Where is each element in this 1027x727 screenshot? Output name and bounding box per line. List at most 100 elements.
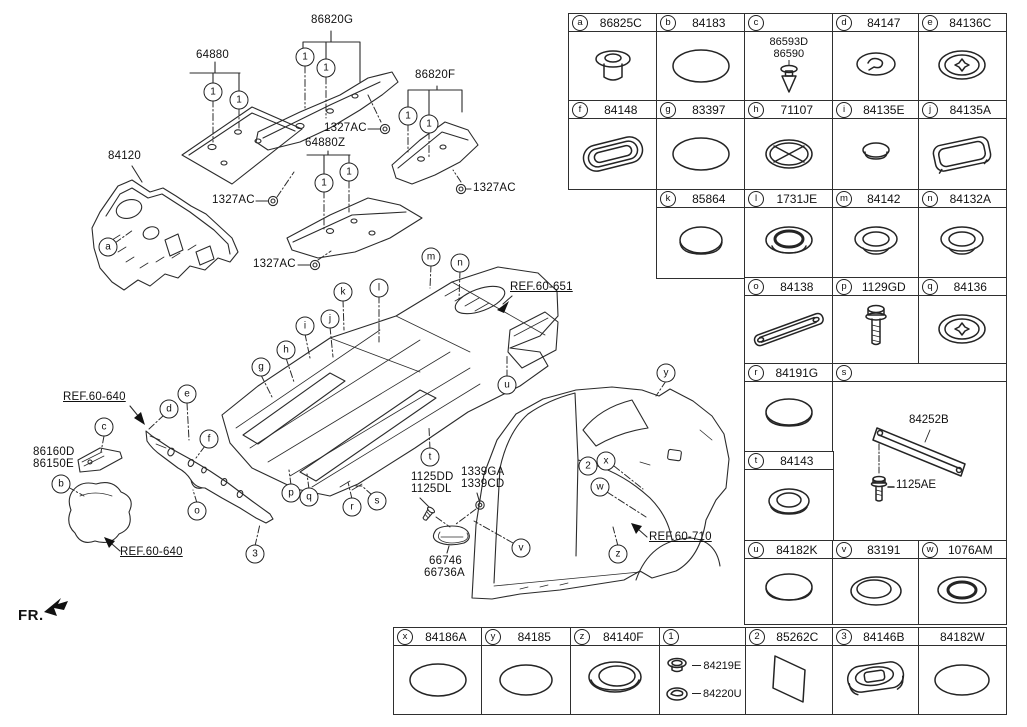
callout-u-badge: u [748,541,764,558]
nut-icon [367,123,391,135]
callout-q-badge: q [922,278,938,295]
callout-c: c [94,417,114,437]
part-label-1327AC-3: 1327AC [253,258,296,270]
callout-1: 1 [229,90,249,110]
callout-e: e [177,384,197,404]
callout-1: 1 [339,162,359,182]
part-code: 84252B [909,414,949,426]
callout-a-badge: a [572,14,588,31]
dome-plug-icon [679,226,723,255]
nut-icon [297,259,321,271]
oval-grommet-icon [582,135,644,172]
pad-ellipse-icon [934,664,991,696]
part-code: 84143 [780,453,814,468]
part-code: 84135E [863,102,905,117]
push-pin-icon [780,60,798,94]
table-cell-k: k 85864 [656,189,746,279]
callout-p: p [281,483,301,503]
part-code: 1731JE [776,191,818,206]
part-code: 1125AE [896,479,937,491]
part-label-1327AC-4: 1327AC [473,182,516,194]
part-label-1125DD: 1125DD [411,471,454,483]
sheet-icon [772,655,807,703]
callout-m: m [421,247,441,267]
callout-k-badge: k [660,190,676,207]
table-cell-1: 1 84219E 84220U [659,627,747,715]
callout-y: y [656,363,676,383]
x-cap-icon [765,139,813,169]
callout-b-badge: b [660,14,676,31]
nut-icon [455,183,472,195]
part-code: 83191 [867,542,901,557]
part-code: 1129GD [861,279,906,294]
ref-label-60-640b: REF.60-640 [120,546,183,558]
callout-c-badge: c [748,14,764,31]
tray-pad-icon [932,135,992,174]
cap-icon [666,687,688,701]
part-code: 84220U [703,687,742,700]
part-code: 83397 [692,102,726,117]
part-code: 71107 [780,102,814,117]
callout-b: b [51,474,71,494]
ref-label-60-651: REF.60-651 [510,281,573,293]
callout-j: j [320,309,340,329]
table-cell-w: w 1076AM [918,540,1007,625]
part-code: 1076AM [947,542,993,557]
callout-1: 1 [203,82,223,102]
callout-2: 2 [578,456,598,476]
callout-s: s [367,491,387,511]
pad-ellipse-icon [672,137,730,171]
grommet-screw-icon [667,657,688,673]
sill-strip-and-bolt-icon [870,427,966,502]
callout-f: f [199,429,219,449]
ring-grommet-icon [765,226,813,254]
callout-d-badge: d [836,14,852,31]
rim-plug-icon [854,226,898,255]
callout-z-badge: z [574,628,590,645]
part-code: 84138 [780,279,814,294]
ref-label-60-640a: REF.60-640 [63,391,126,403]
part-code: 84182W [939,629,985,644]
callout-3: 3 [245,544,265,564]
part-label-1125DL: 1125DL [411,483,452,495]
part-code: 85864 [692,191,726,206]
callout-u: u [497,375,517,395]
part-label-1339CD: 1339CD [461,478,505,490]
thick-ring-icon [937,576,988,605]
callout-x-badge: x [397,628,413,645]
callout-t: t [420,447,440,467]
front-direction-label: FR. [18,607,44,624]
offset-cap-icon [850,576,902,607]
callout-v-badge: v [836,541,852,558]
part-code: 86593D [769,36,809,49]
table-cell-v: v 83191 [832,540,920,625]
part-label-86820F: 86820F [415,69,456,81]
small-plug-icon [862,142,890,160]
part-code: 84136C [949,15,992,30]
leader-line [692,665,702,667]
callout-q: q [299,487,319,507]
callout-m-badge: m [836,190,852,207]
callout-v: v [511,538,531,558]
callout-k: k [333,282,353,302]
callout-h: h [276,340,296,360]
callout-s-badge: s [836,364,852,381]
dome-plug-icon [765,573,813,602]
callout-3-badge: 3 [836,628,852,645]
cross-plug-icon [938,50,987,81]
strip-pad-icon [753,312,824,347]
callout-w-badge: w [922,541,938,558]
